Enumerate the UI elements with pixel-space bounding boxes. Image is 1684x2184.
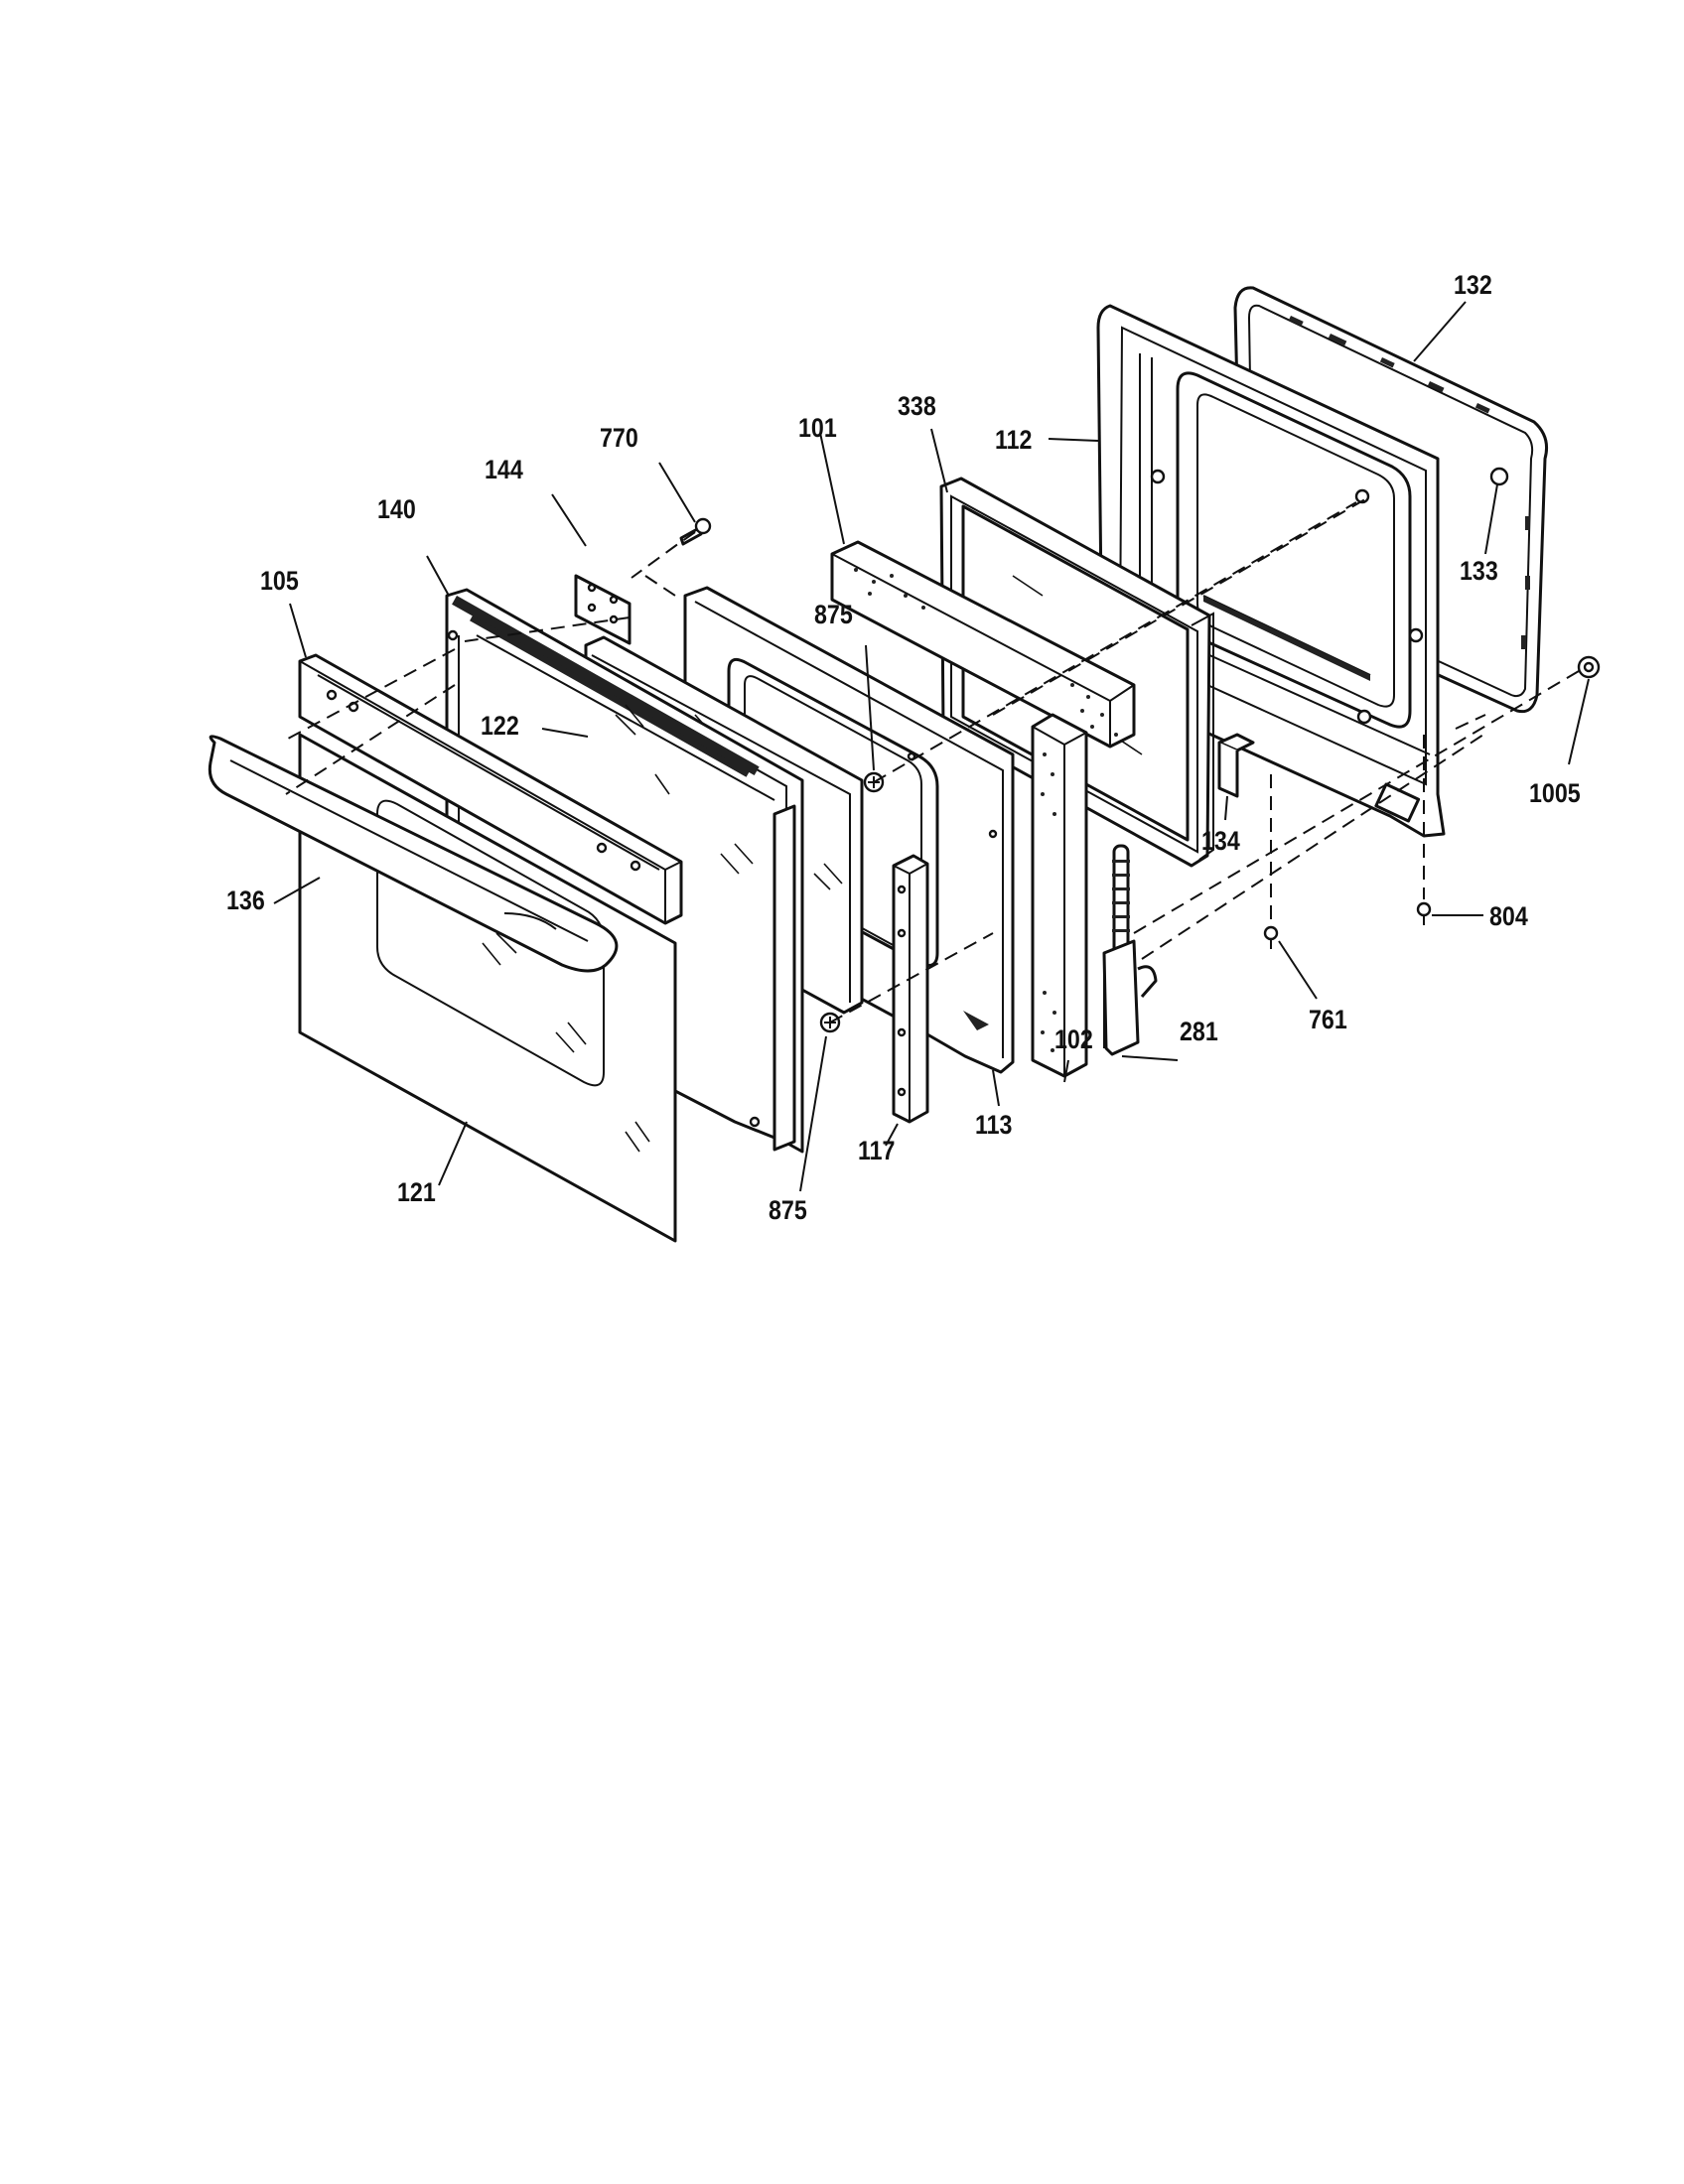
part-117-door-channel — [892, 854, 929, 1124]
part-770-screw — [679, 517, 712, 546]
callout-113: 113 — [975, 1110, 1013, 1140]
part-1005-screw — [1577, 655, 1601, 679]
callout-117: 117 — [858, 1136, 896, 1165]
part-761-screw — [1263, 925, 1279, 949]
callout-761: 761 — [1309, 1005, 1347, 1034]
callout-140: 140 — [377, 494, 416, 524]
callout-338: 338 — [898, 391, 936, 421]
callout-105: 105 — [260, 566, 299, 596]
part-144-bracket — [574, 574, 632, 645]
alignment-lines — [285, 495, 1580, 1024]
callout-134: 134 — [1201, 826, 1240, 856]
callout-133: 133 — [1460, 556, 1498, 586]
callout-122: 122 — [481, 711, 519, 741]
part-133-screw — [1489, 467, 1509, 486]
callout-770: 770 — [600, 423, 638, 453]
callout-804: 804 — [1489, 901, 1528, 931]
callout-112: 112 — [995, 425, 1033, 455]
callout-136: 136 — [226, 886, 265, 915]
callout-875-upper: 875 — [814, 600, 853, 629]
callout-102: 102 — [1054, 1024, 1093, 1054]
callout-1005: 1005 — [1529, 778, 1581, 808]
part-136-door-handle — [208, 735, 619, 973]
callout-281: 281 — [1180, 1017, 1218, 1046]
callout-132: 132 — [1454, 270, 1492, 300]
part-134-clip — [1217, 733, 1255, 798]
callout-875-lower: 875 — [769, 1195, 807, 1225]
part-101-insulation-strip — [830, 540, 1136, 749]
callout-144: 144 — [485, 455, 523, 484]
callout-121: 121 — [397, 1177, 436, 1207]
callout-101: 101 — [798, 413, 837, 443]
part-102-side-insulation — [1031, 713, 1088, 1078]
part-281-hinge — [1102, 844, 1158, 1056]
part-804-screw — [1416, 901, 1432, 925]
leader-lines — [273, 301, 1590, 1192]
